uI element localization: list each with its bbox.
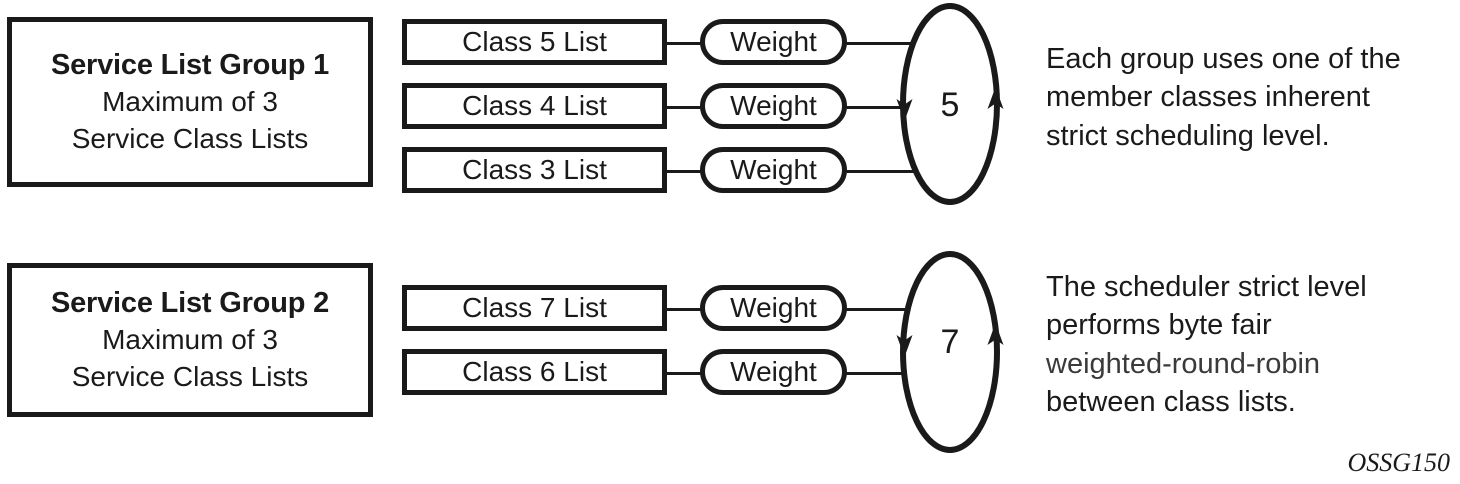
note-line: Each group uses one of the xyxy=(1046,43,1401,75)
note-line: member classes inherent xyxy=(1046,81,1370,114)
connector-class-4-to-weight xyxy=(665,106,702,109)
connector-class-5-to-weight xyxy=(665,42,702,45)
weight-label: Weight xyxy=(730,26,817,57)
group-1-title: Service List Group 1 xyxy=(50,49,330,82)
weight-label: Weight xyxy=(730,90,817,121)
group-box-service-list-group-2: Service List Group 2 Maximum of 3 Servic… xyxy=(7,263,373,417)
connector-class-7-to-weight xyxy=(665,308,702,311)
class-list-box-class-5: Class 5 List xyxy=(402,19,667,65)
scheduler-loop-ellipse-group-2 xyxy=(896,251,1004,453)
connector-weight-3-to-scheduler xyxy=(845,170,920,173)
class-list-box-class-7: Class 7 List xyxy=(402,285,667,331)
connector-weight-6-to-scheduler xyxy=(845,372,919,375)
class-list-label: Class 3 List xyxy=(462,154,607,185)
class-list-box-class-4: Class 4 List xyxy=(402,83,667,129)
weight-oval-class-5: Weight xyxy=(700,19,847,65)
class-list-label: Class 5 List xyxy=(462,26,607,57)
note-group-1: Each group uses one of the member classe… xyxy=(1046,40,1401,155)
scheduler-level-value-group-1: 5 xyxy=(940,86,960,124)
connector-class-3-to-weight xyxy=(665,170,702,173)
weight-oval-class-6: Weight xyxy=(700,349,847,395)
figure-id-label: OSSG150 xyxy=(1347,448,1450,477)
scheduler-level-value-group-2: 7 xyxy=(940,323,960,361)
group-2-capacity-line-1: Maximum of 3 xyxy=(102,324,278,356)
weight-label: Weight xyxy=(730,154,817,185)
weight-oval-class-4: Weight xyxy=(700,83,847,129)
note-line: between class lists. xyxy=(1046,385,1296,418)
scheduler-loop-ellipse-group-1 xyxy=(896,3,1004,205)
weight-oval-class-7: Weight xyxy=(700,285,847,331)
note-line: performs byte fair xyxy=(1046,309,1272,342)
note-line: strict scheduling level. xyxy=(1046,119,1330,152)
weight-oval-class-3: Weight xyxy=(700,147,847,193)
note-line: The scheduler strict level xyxy=(1046,271,1367,303)
connector-class-6-to-weight xyxy=(665,372,702,375)
connector-weight-5-to-scheduler xyxy=(845,42,920,45)
group-2-capacity-line-2: Service Class Lists xyxy=(71,360,309,392)
class-list-label: Class 4 List xyxy=(462,90,607,121)
class-list-label: Class 6 List xyxy=(462,356,607,387)
loop-arrowhead-up-group-1 xyxy=(987,87,1004,109)
weight-label: Weight xyxy=(730,356,817,387)
loop-arrowhead-down-group-2 xyxy=(896,335,913,357)
group-1-capacity-line-2: Service Class Lists xyxy=(71,122,309,154)
group-2-title: Service List Group 2 xyxy=(50,287,330,320)
note-group-2: The scheduler strict level performs byte… xyxy=(1046,268,1367,421)
weight-label: Weight xyxy=(730,292,817,323)
connector-weight-7-to-scheduler xyxy=(845,308,911,311)
class-list-box-class-6: Class 6 List xyxy=(402,349,667,395)
class-list-box-class-3: Class 3 List xyxy=(402,147,667,193)
group-1-capacity-line-1: Maximum of 3 xyxy=(102,86,278,118)
note-line: weighted-round-robin xyxy=(1046,347,1321,380)
class-list-label: Class 7 List xyxy=(462,292,607,323)
loop-arrowhead-up-group-2 xyxy=(987,323,1004,345)
connector-weight-4-to-scheduler xyxy=(845,106,907,109)
group-box-service-list-group-1: Service List Group 1 Maximum of 3 Servic… xyxy=(7,17,373,187)
loop-arrowhead-down-group-1 xyxy=(896,99,913,121)
